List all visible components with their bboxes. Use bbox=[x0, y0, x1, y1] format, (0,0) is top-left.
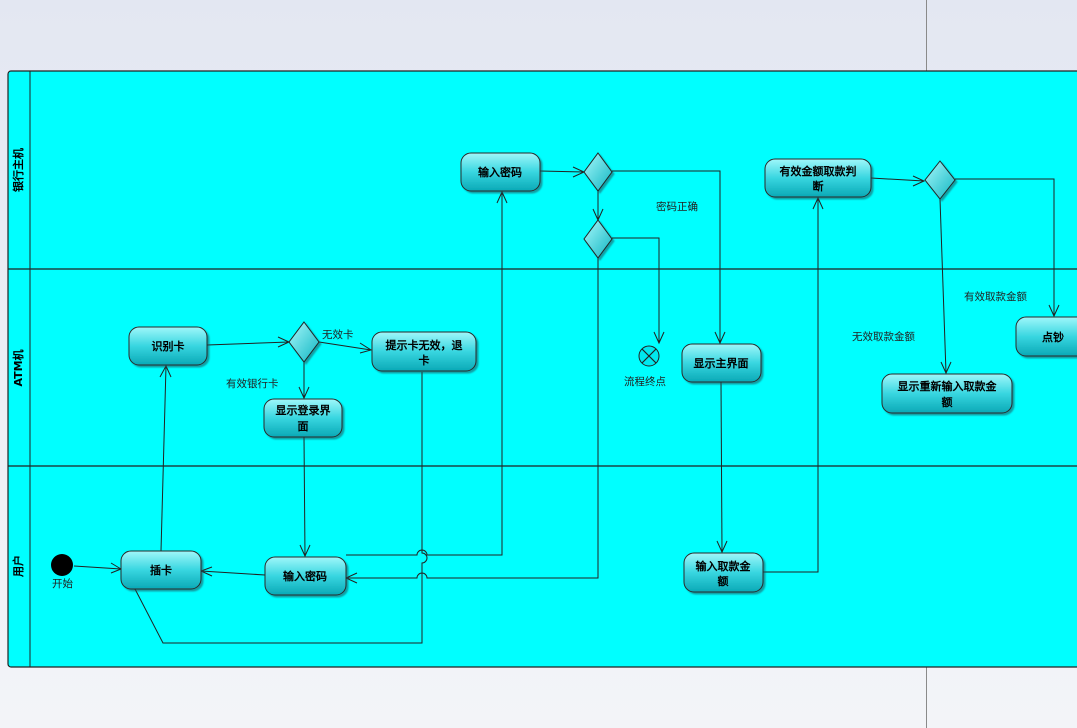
node-text-user-enter-amount-1: 输入取款金 bbox=[696, 559, 752, 573]
node-bank-enter-password[interactable] bbox=[460, 152, 541, 192]
node-user-enter-amount[interactable] bbox=[683, 552, 764, 593]
node-text-atm-reenter-amount-2: 额 bbox=[942, 395, 953, 409]
end-node[interactable] bbox=[638, 345, 660, 367]
node-text-user-enter-password: 输入密码 bbox=[283, 569, 327, 583]
edge-pwd-bank bbox=[346, 192, 503, 556]
node-text-atm-login-screen-2: 面 bbox=[298, 420, 309, 433]
edge-amount-check bbox=[763, 198, 819, 573]
node-text-user-enter-amount-2: 额 bbox=[718, 574, 729, 588]
swimlane-container bbox=[7, 70, 1077, 668]
edge-dec3-pwd bbox=[346, 258, 599, 579]
lane-title-atm: ATM机 bbox=[11, 349, 25, 386]
node-text-atm-reenter-amount-1: 显示重新输入取款金 bbox=[898, 379, 998, 393]
edge-label-password-correct: 密码正确 bbox=[656, 200, 698, 213]
edge-dec1-invalid bbox=[318, 341, 372, 351]
decision-password-retry[interactable] bbox=[583, 219, 613, 259]
node-atm-login-screen[interactable] bbox=[263, 398, 343, 438]
node-text-user-insert-card: 插卡 bbox=[150, 563, 172, 577]
node-atm-read-card[interactable] bbox=[128, 326, 208, 366]
edge-pwd-insert bbox=[200, 570, 266, 576]
lane-title-bank: 银行主机 bbox=[11, 148, 25, 192]
edge-invalid-insert bbox=[134, 372, 428, 644]
edge-label-invalid-amount: 无效取款金额 bbox=[852, 330, 915, 343]
edge-dec4-reenter bbox=[939, 198, 947, 374]
node-user-enter-password[interactable] bbox=[264, 556, 347, 596]
node-text-atm-login-screen-1: 显示登录界 bbox=[276, 403, 331, 417]
edge-read-dec1 bbox=[206, 341, 290, 346]
node-text-bank-enter-password: 输入密码 bbox=[478, 165, 522, 179]
connectors bbox=[73, 170, 1055, 644]
edge-check-dec4 bbox=[870, 177, 925, 182]
lane-title-user: 用户 bbox=[11, 555, 25, 577]
edge-label-valid-card: 有效银行卡 bbox=[226, 377, 279, 390]
edge-bankpwd-dec2 bbox=[539, 170, 585, 173]
edge-label-valid-amount: 有效取款金额 bbox=[964, 290, 1027, 303]
edge-main-amount bbox=[720, 381, 723, 553]
node-atm-main-screen[interactable] bbox=[681, 343, 762, 383]
decision-amount-valid[interactable] bbox=[924, 160, 956, 200]
start-label: 开始 bbox=[52, 577, 73, 590]
decision-card-valid[interactable] bbox=[288, 321, 320, 363]
node-text-bank-valid-amount-1: 有效金额取款判 bbox=[780, 164, 857, 178]
start-node[interactable] bbox=[51, 554, 73, 576]
edge-start-insert bbox=[73, 565, 122, 570]
node-text-atm-main-screen: 显示主界面 bbox=[694, 356, 749, 370]
end-label: 流程终点 bbox=[624, 375, 666, 388]
window-divider-top bbox=[926, 0, 927, 72]
node-text-atm-read-card: 识别卡 bbox=[152, 339, 185, 353]
node-atm-count-cash[interactable] bbox=[1015, 316, 1077, 357]
edge-dec3-end bbox=[612, 237, 660, 343]
edge-dec2-main bbox=[612, 170, 721, 343]
node-atm-reenter-amount[interactable] bbox=[881, 373, 1013, 414]
node-text-bank-valid-amount-2: 断 bbox=[813, 179, 824, 193]
edge-login-pwd bbox=[303, 436, 306, 557]
window-divider-bottom bbox=[926, 666, 927, 728]
node-bank-valid-amount[interactable] bbox=[764, 158, 872, 198]
node-text-atm-count-cash: 点钞 bbox=[1042, 330, 1064, 344]
node-atm-invalid-card[interactable] bbox=[371, 331, 477, 372]
node-text-atm-invalid-card-2: 卡 bbox=[419, 353, 430, 367]
decision-password-check[interactable] bbox=[583, 152, 613, 192]
edge-insert-read bbox=[160, 365, 167, 552]
edge-dec4-cash bbox=[955, 178, 1055, 316]
node-user-insert-card[interactable] bbox=[120, 550, 202, 590]
edge-label-invalid-card: 无效卡 bbox=[322, 328, 354, 341]
node-text-atm-invalid-card-1: 提示卡无效，退 bbox=[386, 338, 463, 352]
